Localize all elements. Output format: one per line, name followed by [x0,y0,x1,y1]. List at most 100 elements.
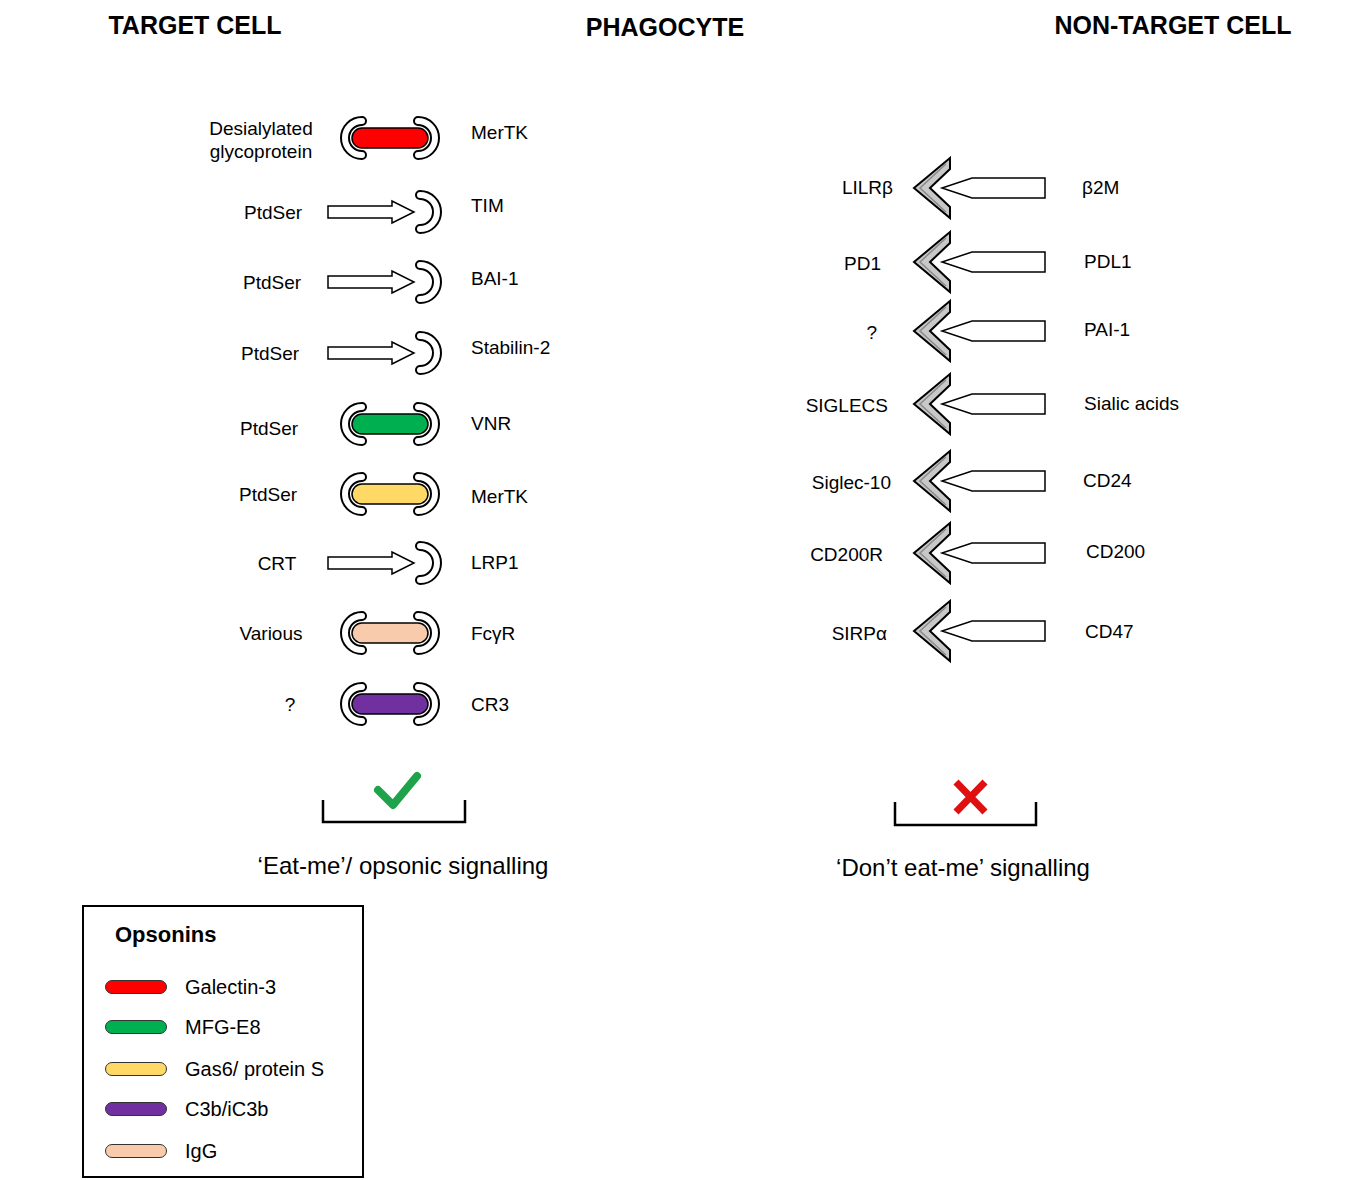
legend-swatch [105,1102,167,1116]
ligand-label: PDL1 [1084,251,1132,274]
legend-label: Galectin-3 [185,975,276,999]
receptor-label: MerTK [471,122,528,145]
cell-heading: NON-TARGET CELL [1054,10,1291,40]
receptor-label: CD200R [810,544,883,567]
receptor-label: FcγR [471,623,515,646]
receptor-label: VNR [471,413,511,436]
ligand-label: Various [239,623,302,646]
dont-eat-me-pair [914,451,1045,511]
receptor-cup-outline [420,265,437,299]
phagocyte-cell: PHAGOCYTE [420,0,940,770]
eat-me-pair [328,265,437,299]
receptor-label: BAI-1 [471,268,519,291]
legend-swatch [105,980,167,994]
receptor-cup-outline [420,195,437,229]
ligand-label: β2M [1082,177,1119,200]
ligand-arrow [328,552,414,574]
ligand-label: PtdSer [243,272,301,295]
ligand-label: PAI-1 [1084,319,1130,342]
legend-label: MFG-E8 [185,1015,261,1039]
ligand-label: PtdSer [239,484,297,507]
legend-label: C3b/iC3b [185,1097,268,1121]
receptor-cup [420,265,437,299]
ligand-arrow [328,271,414,293]
eat-me-pair [345,687,435,721]
cell-outline [1004,0,1360,770]
signal-caption: ‘Eat-me’/ opsonic signalling [258,852,549,881]
receptor-label: MerTK [471,486,528,509]
ligand-label: CD200 [1086,541,1145,564]
ligand-arrow [942,543,1045,563]
ligand-label: Sialic acids [1084,393,1179,416]
receptor-cup [420,546,437,580]
cell-heading: TARGET CELL [108,10,281,40]
receptor-label: Stabilin-2 [471,337,550,360]
cell-membrane [12,55,350,757]
ligand-label: PtdSer [240,418,298,441]
dont-eat-me-pair [914,232,1045,292]
signal-caption: ‘Don’t eat-me’ signalling [836,854,1090,883]
receptor-label: PD1 [844,253,881,276]
ligand-label: PtdSer [244,202,302,225]
receptor-label: SIGLECS [806,395,888,418]
check-mark [378,776,417,805]
receptor-label: SIRPα [832,623,887,646]
dont-eat-me-pair [914,601,1045,661]
dont-eat-me-pair [914,301,1045,361]
legend-swatch [105,1062,167,1076]
non-target-cell: NON-TARGET CELL [1004,0,1360,770]
legend-label: Gas6/ protein S [185,1057,324,1081]
eat-me-pair [328,195,437,229]
legend-entry: Galectin-3 [84,975,276,999]
legend-entry: Gas6/ protein S [84,1057,324,1081]
ligand-arrow [942,471,1045,491]
ligand-arrow [942,178,1045,198]
ligand-label: Desialylated glycoprotein [191,118,331,164]
opsonin-bridge [352,694,428,714]
opsonin-bridge [352,414,428,434]
eat-me-pair [345,477,435,511]
eat-me-pair [345,616,435,650]
dont-eat-me-pair [914,523,1045,583]
ligand-arrow [328,342,414,364]
eat-me-pair [328,336,437,370]
receptor-label: Siglec-10 [812,472,891,495]
legend-box: OpsoninsGalectin-3MFG-E8Gas6/ protein S C… [82,905,364,1178]
ligand-label: CD24 [1083,470,1132,493]
legend-swatch [105,1144,167,1158]
receptor-label: CR3 [471,694,509,717]
receptor-cup-outline [420,336,437,370]
legend-entry: C3b/iC3b [84,1097,268,1121]
ligand-label: CD47 [1085,621,1134,644]
receptor-label: LILRβ [842,177,893,200]
receptor-label: TIM [471,195,504,218]
eat-me-pair [345,407,435,441]
eat-me-pair [345,121,435,155]
eat-me-pair [328,546,437,580]
legend-swatch [105,1020,167,1034]
ligand-label: ? [285,694,296,717]
legend-title: Opsonins [115,922,216,948]
cell-membrane [1016,55,1352,757]
legend-entry: IgG [84,1139,217,1163]
target-cell: TARGET CELL [0,0,362,770]
legend-label: IgG [185,1139,217,1163]
opsonin-bridge [352,484,428,504]
cell-membrane [430,55,928,757]
ligand-label: CRT [258,553,297,576]
ligand-arrow [942,621,1045,641]
legend-entry: MFG-E8 [84,1015,261,1039]
opsonin-bridge [352,128,428,148]
opsonin-bridge [352,623,428,643]
cross-mark [956,782,985,812]
ligand-arrow [942,394,1045,414]
dont-eat-me-pair [914,158,1045,218]
receptor-cup [420,195,437,229]
cell-heading: PHAGOCYTE [586,12,744,42]
dont-eat-me-pair [914,374,1045,434]
cell-outline [420,0,940,770]
receptor-label: ? [866,322,877,345]
receptor-cup-outline [420,546,437,580]
receptor-cup [420,336,437,370]
